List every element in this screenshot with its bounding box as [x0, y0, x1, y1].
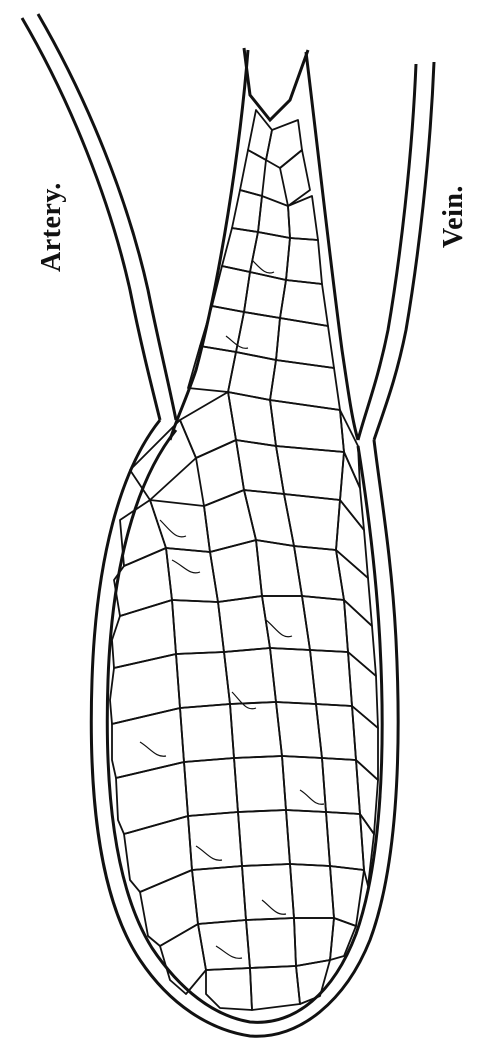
- capillary-mesh: [110, 110, 378, 1010]
- artery-label: Artery.: [36, 182, 68, 272]
- sac-outline: [91, 420, 398, 1036]
- central-duct: [170, 48, 358, 440]
- cell-detail-strokes: [140, 260, 324, 958]
- vein-vessel: [358, 62, 434, 440]
- vein-label: Vein.: [438, 185, 470, 248]
